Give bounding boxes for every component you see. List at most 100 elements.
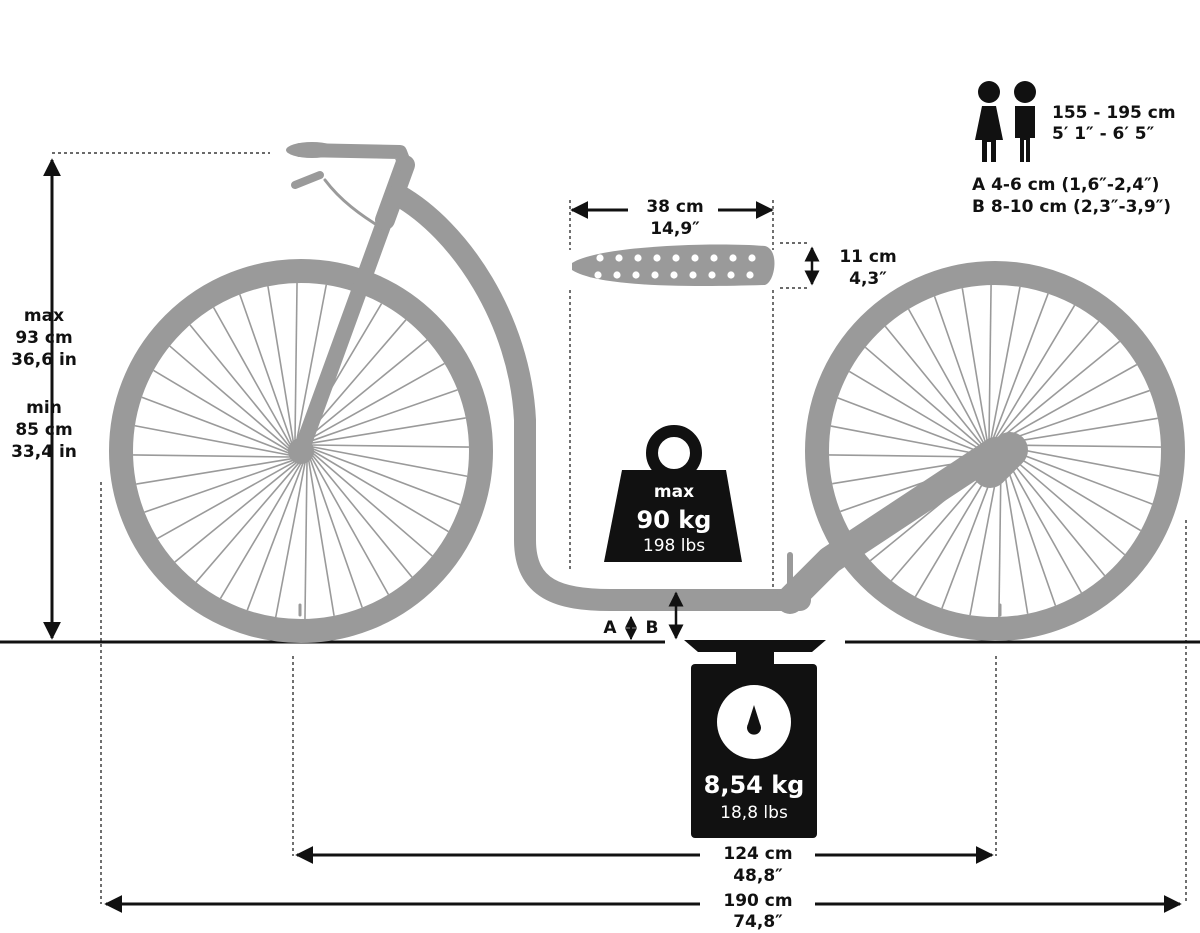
wheel-spoke	[998, 340, 1121, 441]
wheel-spoke	[296, 284, 328, 440]
wheel-spoke	[309, 458, 363, 608]
clearance-a-label: A	[603, 618, 617, 638]
wheel-spoke	[219, 462, 302, 599]
handlebar-max-in: 36,6 in	[11, 350, 77, 370]
scale-icon	[684, 640, 826, 838]
wheel-spoke	[189, 324, 291, 448]
clearance-a-range: A 4-6 cm (1,6″-2,4″)	[972, 175, 1160, 195]
wheel-spoke	[274, 462, 306, 618]
wheel-spoke	[312, 452, 433, 557]
wheel-spoke	[306, 362, 445, 442]
wheel-spoke	[994, 304, 1076, 440]
wheel-spoke	[174, 461, 298, 563]
clearance-b-range: B 8-10 cm (2,3″-3,9″)	[972, 197, 1172, 217]
wheel-spoke	[1005, 444, 1161, 448]
deck-width-in: 4,3″	[849, 269, 887, 289]
wheel-spoke	[1005, 454, 1106, 577]
deck-length-in: 14,9″	[650, 219, 700, 239]
handlebar-min-label: min	[26, 398, 62, 418]
wheelbase-in: 48,8″	[733, 866, 783, 886]
deck-hole	[632, 271, 640, 279]
wheel-spoke	[1004, 417, 1158, 445]
wheel-spoke	[144, 459, 294, 513]
wheel-spoke	[1006, 452, 1126, 556]
wheel-spoke	[246, 462, 304, 611]
max-load-kg: 90 kg	[636, 506, 712, 534]
deck-width-cm: 11 cm	[839, 247, 897, 267]
wheel-spoke	[1000, 363, 1138, 442]
wheel-spoke	[311, 454, 413, 578]
wheelbase-cm: 124 cm	[723, 844, 793, 864]
wheel-spoke	[212, 307, 292, 446]
handlebar-min-in: 33,4 in	[11, 442, 77, 462]
deck-hole	[670, 271, 678, 279]
wheel-spoke	[311, 444, 469, 448]
rider-height-cm: 155 - 195 cm	[1052, 103, 1176, 123]
wheel-spoke	[195, 462, 300, 583]
wheel-spoke	[890, 462, 994, 582]
wheel-spoke	[310, 456, 390, 595]
wheel-spoke	[1006, 446, 1160, 477]
scooter-weight-kg: 8,54 kg	[703, 771, 805, 799]
deck-hole	[615, 254, 623, 262]
handlebar-max-cm: 93 cm	[15, 328, 73, 348]
wheel-spoke	[830, 425, 984, 456]
wheel-spoke	[933, 296, 987, 444]
weight-icon	[604, 425, 742, 562]
wheel-spoke	[141, 396, 290, 454]
handlebar-grip	[286, 142, 338, 158]
handlebar-max-label: max	[23, 306, 65, 326]
deck-hole	[651, 271, 659, 279]
people-icon	[975, 81, 1036, 162]
deck-hole	[691, 254, 699, 262]
wheel-spoke	[304, 339, 428, 441]
deck-hole	[727, 271, 735, 279]
total-length-in: 74,8″	[733, 912, 783, 932]
wheel-spoke	[134, 424, 290, 456]
wheel-spoke	[1003, 458, 1057, 606]
wheel-spoke	[312, 446, 468, 478]
deck-hole	[746, 271, 754, 279]
wheel-spoke	[267, 286, 295, 442]
max-load-label: max	[653, 482, 695, 502]
deck-hole	[613, 271, 621, 279]
front-wheel	[109, 259, 493, 643]
rider-height-ft: 5′ 1″ - 6′ 5″	[1052, 124, 1155, 144]
wheel-spoke	[308, 389, 458, 443]
wheel-spoke	[312, 448, 461, 506]
scooter-weight-lbs: 18,8 lbs	[720, 803, 788, 823]
wheel-spoke	[169, 345, 290, 450]
deck-hole	[672, 254, 680, 262]
deck-length-cm: 38 cm	[646, 197, 704, 217]
wheel-spoke	[1006, 450, 1142, 532]
wheel-spoke	[829, 454, 985, 458]
wheel-spoke	[136, 457, 292, 485]
wheel-spoke	[988, 285, 992, 441]
clearance-b-label: B	[645, 618, 659, 638]
wheel-spoke	[294, 283, 298, 441]
scooter-frame	[291, 143, 1028, 617]
wheel-spoke	[969, 462, 1000, 616]
deck-hole	[710, 254, 718, 262]
total-length-cm: 190 cm	[723, 891, 793, 911]
deck-hole	[689, 271, 697, 279]
deck-hole	[708, 271, 716, 279]
deck-plate	[572, 244, 775, 287]
deck-hole	[729, 254, 737, 262]
wheel-spoke	[133, 454, 291, 458]
wheel-spoke	[310, 417, 466, 445]
deck-hole	[596, 254, 604, 262]
wheel-spoke	[157, 460, 296, 540]
max-load-lbs: 198 lbs	[642, 536, 706, 556]
wheel-spoke	[1004, 456, 1083, 594]
rear-wheel	[805, 261, 1185, 641]
wheel-spoke	[884, 325, 985, 448]
handlebar-min-cm: 85 cm	[15, 420, 73, 440]
wheel-spoke	[848, 370, 984, 452]
wheel-spoke	[990, 286, 1021, 440]
deck-hole	[748, 254, 756, 262]
wheel-spoke	[998, 461, 1002, 617]
wheel-spoke	[996, 320, 1100, 440]
wheel-spoke	[961, 288, 989, 442]
